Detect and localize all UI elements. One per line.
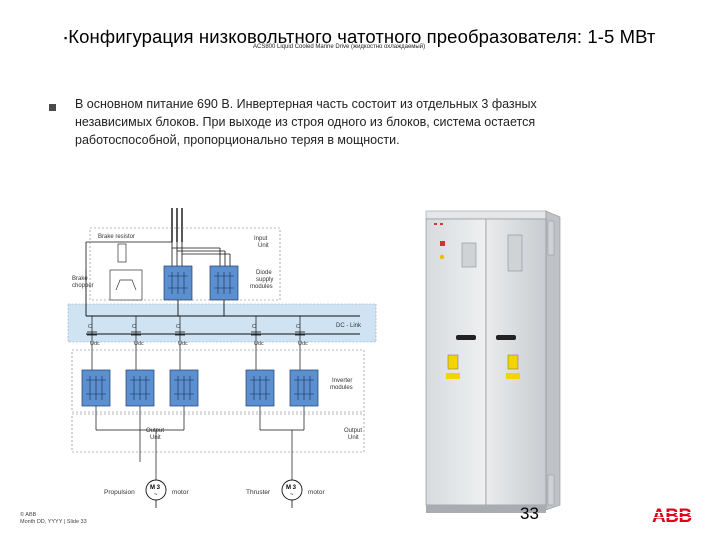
thruster-label: Thruster [246,489,271,496]
inverter-column-4: C Udc [245,316,275,430]
inverter-label-1: Inverter [332,378,352,384]
cap-label-5: C [296,324,300,330]
inverter-column-5: C Udc [289,316,319,430]
footer-date-slide: Month DD, YYYY | Slide 33 [20,519,87,525]
dc-bus [85,270,360,335]
cap-label-3: C [176,324,180,330]
cap-label-1: C [88,324,92,330]
abb-logo: ABB [652,506,704,524]
output-unit-left-label-1: Output [146,428,164,434]
diode-label-2: supply [256,277,273,283]
inverter-frame [71,349,365,413]
udc-label-4: Udc [254,341,264,347]
title-text: Конфигурация низковольтного чатотного пр… [68,26,656,47]
abb-logo-text: ABB [652,506,692,524]
output-unit-right-label-1: Output [344,428,362,434]
bullet-square [49,104,56,111]
inverter-column-2: C Udc [125,316,155,430]
cap-label-2: C [132,324,136,330]
brake-chopper-box [109,269,143,301]
thruster-motor-m3: M 3 [286,485,297,491]
input-unit-label-2: Unit [258,243,269,249]
cap-label-4: C [252,324,256,330]
slide-subtitle: ACS800 Liquid Cooled Marine Drive (жидко… [253,44,426,50]
page-number: 33 [520,504,539,523]
diode-module-2 [209,265,239,301]
right-door-handle [496,335,516,340]
input-unit-label-1: Input [254,236,268,242]
output-unit-right-label-2: Unit [348,435,359,441]
diode-label-1: Diode [256,270,272,276]
slide-title: ▪Конфигурация низковольтного чатотного п… [64,26,656,48]
diode-module-1 [163,265,193,301]
footer: © ABB Month DD, YYYY | Slide 33 [20,512,87,526]
udc-label-2: Udc [134,341,144,347]
brake-resistor-symbol [117,243,127,263]
drive-cabinet-image [425,210,561,513]
udc-label-5: Udc [298,341,308,347]
udc-label-1: Udc [90,341,100,347]
title-bullet-mark: ▪ [64,33,68,44]
dc-link-band [68,304,376,342]
converter-block-diagram: DC - Link Input Unit Brake resistor Brak… [67,208,377,508]
inverter-label-2: modules [330,385,353,391]
thruster-motor-tilde: ~ [290,492,294,498]
propulsion-motor-tilde: ~ [154,492,158,498]
footer-copyright: © ABB [20,512,37,518]
brake-chopper-label-2: chopper [72,283,94,289]
output-frame [71,413,365,453]
dc-link-label: DC - Link [336,323,362,329]
left-door-handle [456,335,476,340]
propulsion-motor-m3: M 3 [150,485,161,491]
propulsion-label: Propulsion [104,489,135,496]
brake-chopper-label-1: Brake [72,276,88,282]
thruster-motor-label: motor [308,489,325,496]
diode-label-3: modules [250,284,273,290]
propulsion-motor-label: motor [172,489,189,496]
inverter-column-1: C Udc [81,316,111,430]
body-paragraph: В основном питание 690 В. Инвертерная ча… [75,97,537,147]
brake-resistor-label: Brake resistor [98,234,135,240]
inverter-column-3: C Udc [169,316,199,430]
motor-feeders [96,429,304,482]
output-unit-left-label-2: Unit [150,435,161,441]
supply-lines [171,208,183,242]
udc-label-3: Udc [178,341,188,347]
